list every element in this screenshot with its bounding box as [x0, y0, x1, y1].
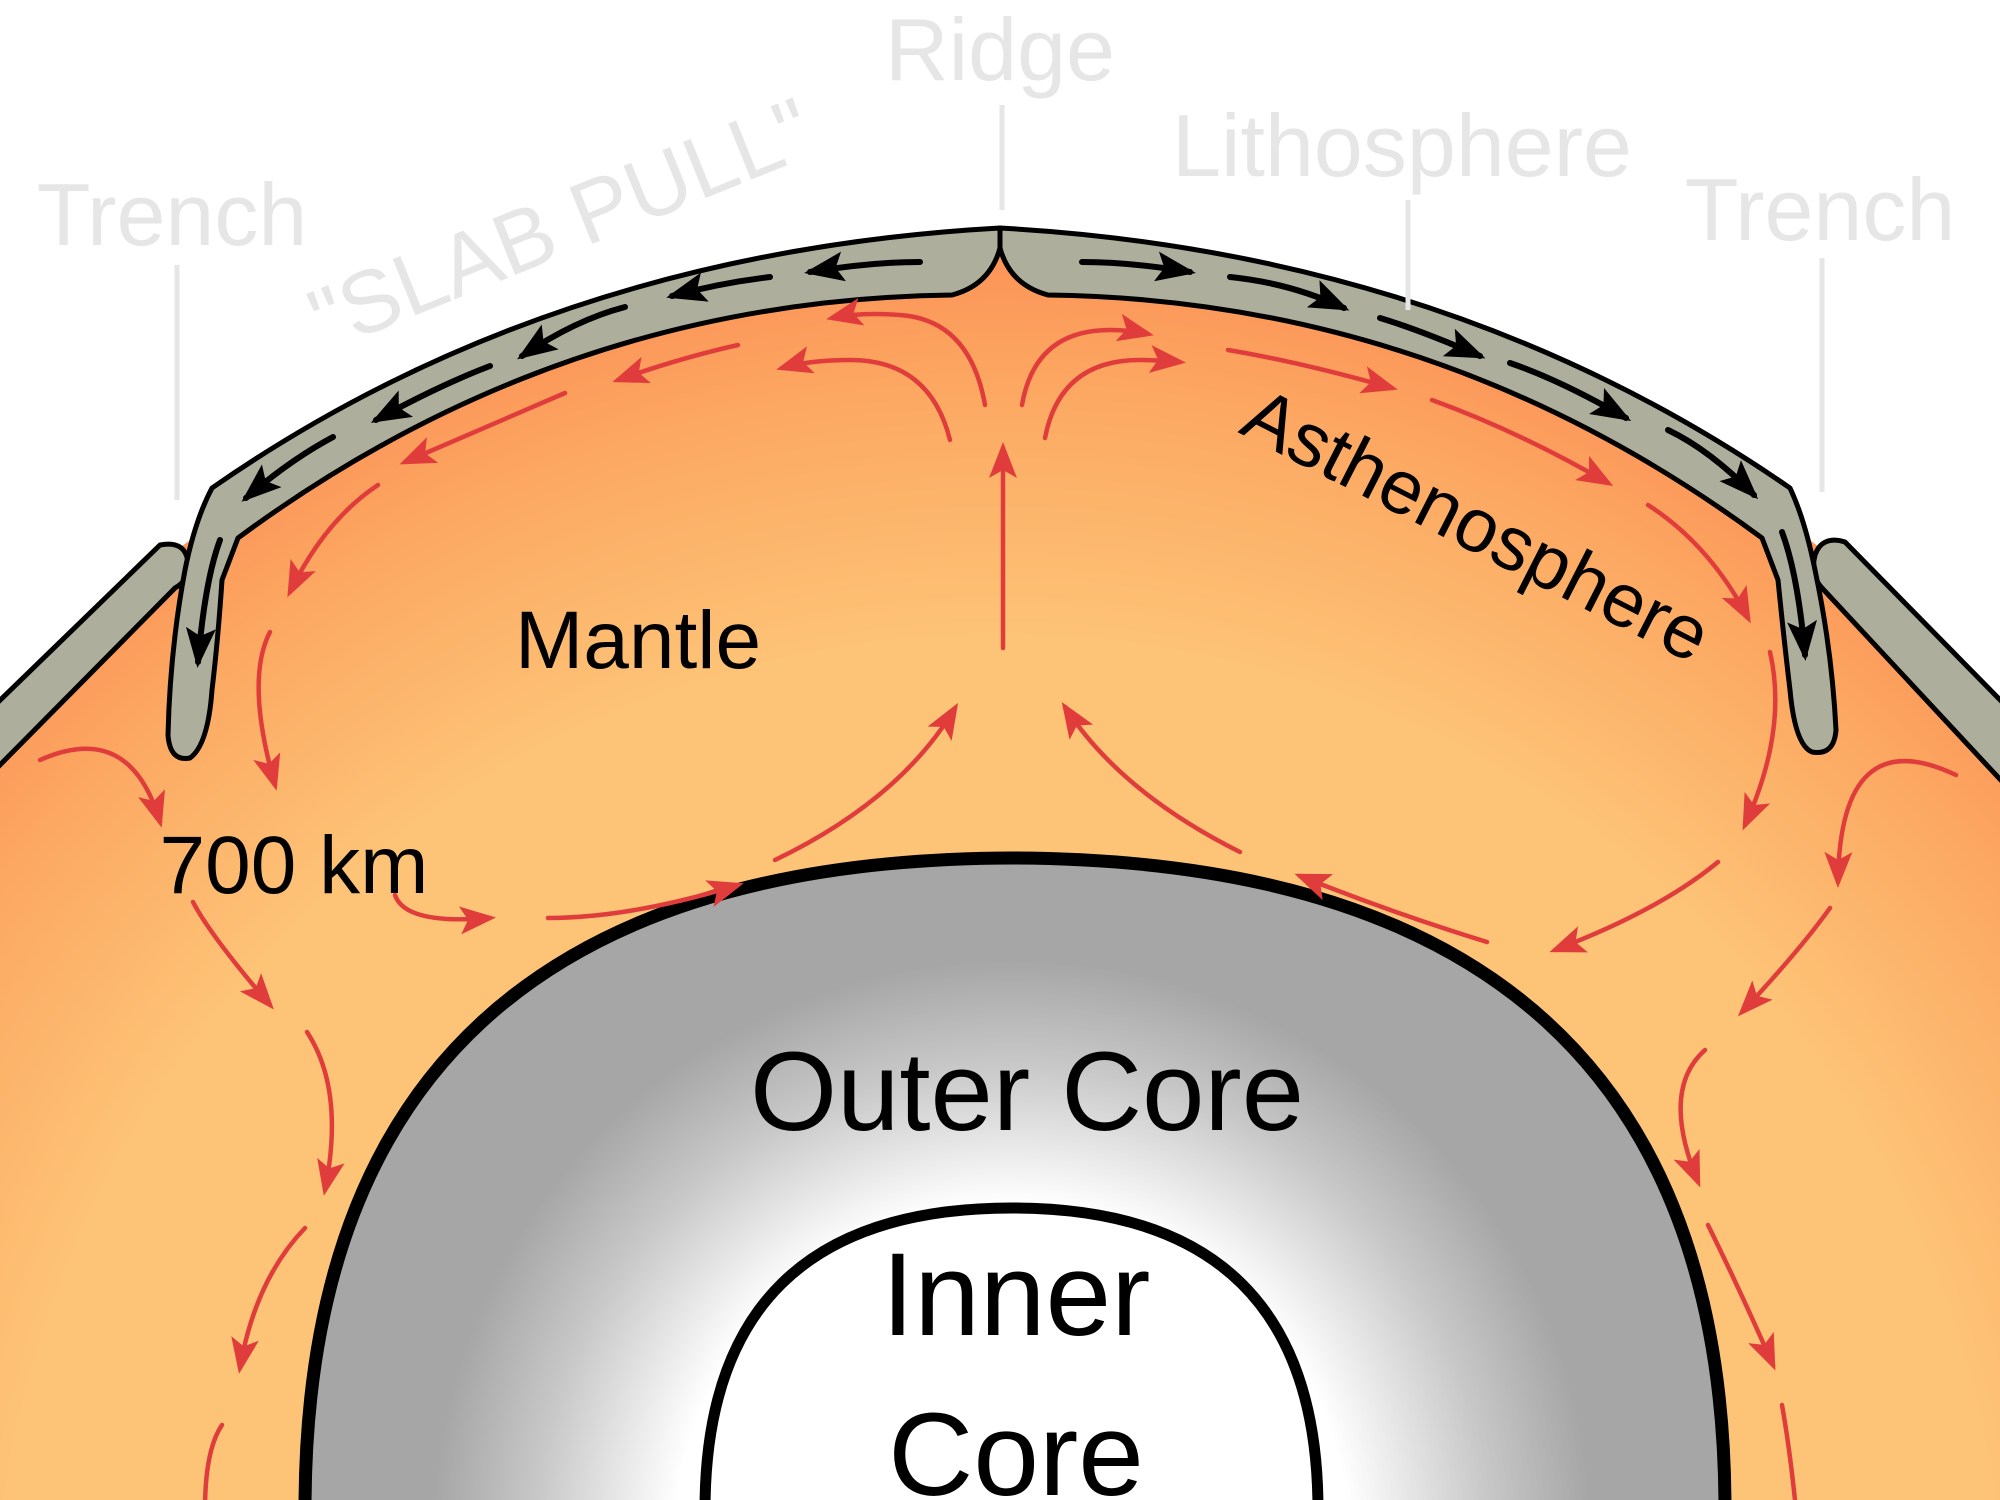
plate-arrow — [666, 272, 773, 302]
flow-arrow — [1042, 345, 1186, 441]
plate-arrow — [804, 251, 923, 282]
inner-core-label-line2: Core — [888, 1389, 1144, 1500]
flow-arrow — [1549, 859, 1721, 953]
flow-arrow — [1019, 313, 1154, 408]
flow-arrow — [1779, 1402, 1798, 1500]
plate-arrow — [1665, 427, 1759, 500]
leader-lines — [174, 105, 1825, 500]
flow-arrow — [776, 346, 953, 443]
depth-label: 700 km — [160, 820, 429, 911]
inner-core — [699, 1202, 1324, 1500]
flow-arrow — [1294, 873, 1490, 945]
plate-arrow — [1507, 360, 1632, 421]
flow-arrow — [545, 880, 744, 921]
flow-arrow — [772, 702, 959, 863]
flow-arrow — [37, 746, 165, 828]
flow-arrow — [1737, 905, 1833, 1017]
convection-arrows — [37, 298, 1959, 1500]
flow-arrow — [1225, 347, 1398, 394]
plate-arrow — [1227, 274, 1350, 311]
flow-arrow — [190, 899, 274, 1010]
trench-right-label: Trench — [1685, 160, 1956, 259]
flow-arrow — [1061, 701, 1243, 855]
inner-core-label-line1: Inner — [882, 1229, 1151, 1361]
flow-arrow — [1742, 649, 1778, 831]
left-lithosphere-plate — [165, 225, 1003, 762]
plate-arrow — [1779, 529, 1817, 661]
outer-core — [298, 851, 1732, 1500]
flow-arrow — [612, 342, 741, 384]
plate-arrow — [370, 363, 493, 423]
flow-arrow — [287, 482, 381, 598]
flow-arrow — [1705, 1222, 1776, 1371]
flow-arrow — [253, 629, 281, 791]
flow-arrow — [1645, 502, 1751, 624]
plate-arrow — [1079, 251, 1196, 282]
flow-arrow — [1824, 758, 1959, 888]
flow-arrow — [231, 1225, 308, 1374]
flow-arrow — [202, 1422, 225, 1500]
mantle-label: Mantle — [515, 595, 761, 686]
plate-arrow — [517, 304, 628, 360]
plate-arrow — [241, 434, 336, 502]
lithosphere-label: Lithosphere — [1172, 96, 1632, 195]
flow-arrow — [392, 892, 496, 935]
plate-arrow — [185, 537, 223, 668]
flow-arrow — [1673, 1047, 1708, 1188]
plate-arrow — [1377, 315, 1486, 359]
flow-arrow — [1429, 397, 1614, 487]
flow-arrow — [399, 390, 568, 465]
flow-arrow — [304, 1029, 345, 1196]
plate-motion-arrows — [185, 251, 1817, 668]
ridge-label: Ridge — [885, 0, 1115, 99]
outer-core-label: Outer Core — [750, 1029, 1304, 1154]
flow-arrow — [826, 298, 988, 408]
trench-left-label: Trench — [37, 165, 308, 264]
